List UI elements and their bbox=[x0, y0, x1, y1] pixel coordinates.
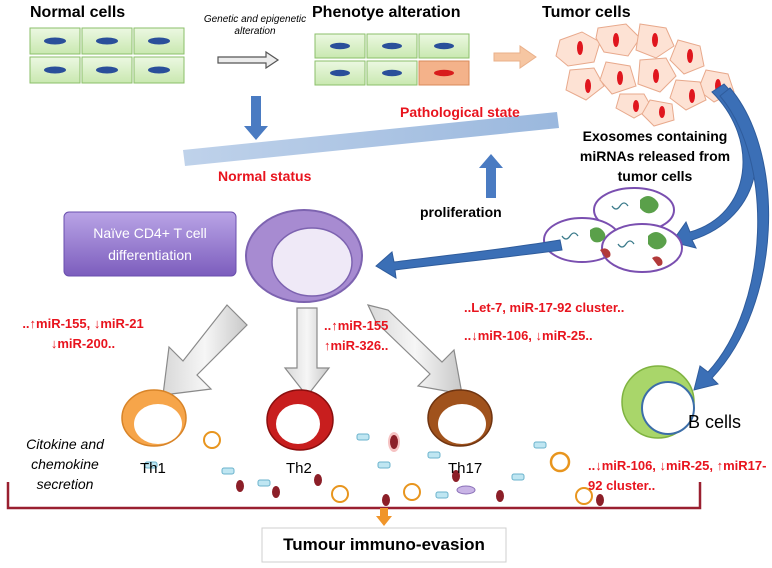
mir-bcells-label: ..↓miR-106, ↓miR-25, ↑miR17-92 cluster.. bbox=[588, 458, 767, 493]
th1-arrow bbox=[162, 304, 248, 396]
down-arrow bbox=[244, 96, 268, 140]
th2-cell-icon bbox=[266, 389, 334, 451]
tumor-nuclei bbox=[577, 33, 721, 118]
cytokine-particles bbox=[144, 431, 604, 506]
b-cells-label: B cells bbox=[688, 412, 742, 432]
phenotype-cells-group bbox=[314, 33, 470, 86]
secretion-bracket bbox=[6, 482, 702, 510]
th2-label: Th2 bbox=[286, 460, 312, 477]
mir-th1-label: ..↑miR-155, ↓miR-21 ↓miR-200.. bbox=[22, 316, 144, 351]
exosomes-label: Exosomes containing miRNAs released from… bbox=[579, 128, 731, 184]
tumor-cells-title: Tumor cells bbox=[542, 4, 631, 21]
normal-cells-title: Normal cells bbox=[30, 4, 126, 21]
evasion-arrow bbox=[376, 508, 392, 526]
proliferation-label: proliferation bbox=[420, 204, 502, 220]
mir-th17-label-a: ..Let-7, miR-17-92 cluster.. bbox=[464, 300, 625, 315]
mir-th2-label: ..↑miR-155 ↑miR-326.. bbox=[324, 318, 389, 353]
th1-cell-icon bbox=[121, 389, 187, 447]
state-balance-bar bbox=[183, 112, 559, 166]
b-cell-arrow bbox=[693, 87, 770, 391]
up-arrow bbox=[479, 154, 503, 198]
naive-box bbox=[63, 211, 237, 277]
th2-arrow bbox=[283, 307, 331, 397]
alteration-arrow bbox=[217, 50, 280, 70]
genetic-alteration-label: Genetic and epigenetic alteration bbox=[203, 14, 307, 37]
to-tumor-arrow bbox=[493, 45, 537, 69]
th17-cell-icon bbox=[427, 389, 493, 447]
mir-th17-label-b: ..↓miR-106, ↓miR-25.. bbox=[464, 328, 593, 343]
evasion-box bbox=[261, 527, 507, 563]
tumor-cells-group bbox=[555, 23, 735, 127]
naive-box-label: Naïve CD4+ T cell differentiation bbox=[93, 225, 207, 263]
exosome-cluster bbox=[543, 187, 683, 273]
exosome-to-tcell-arrow bbox=[375, 239, 563, 279]
b-cell-icon bbox=[621, 365, 695, 439]
evasion-label: Tumour immuno-evasion bbox=[283, 535, 485, 554]
th17-label: Th17 bbox=[448, 460, 483, 477]
normal-status-label: Normal status bbox=[218, 168, 312, 184]
naive-t-cell-icon bbox=[245, 209, 363, 303]
th1-label: Th1 bbox=[140, 460, 166, 477]
pathological-state-label: Pathological state bbox=[400, 104, 520, 120]
normal-cells-group bbox=[29, 27, 185, 84]
phenotype-title: Phenotye alteration bbox=[312, 4, 461, 21]
citokine-label: Citokine and chemokine secretion bbox=[26, 436, 104, 492]
